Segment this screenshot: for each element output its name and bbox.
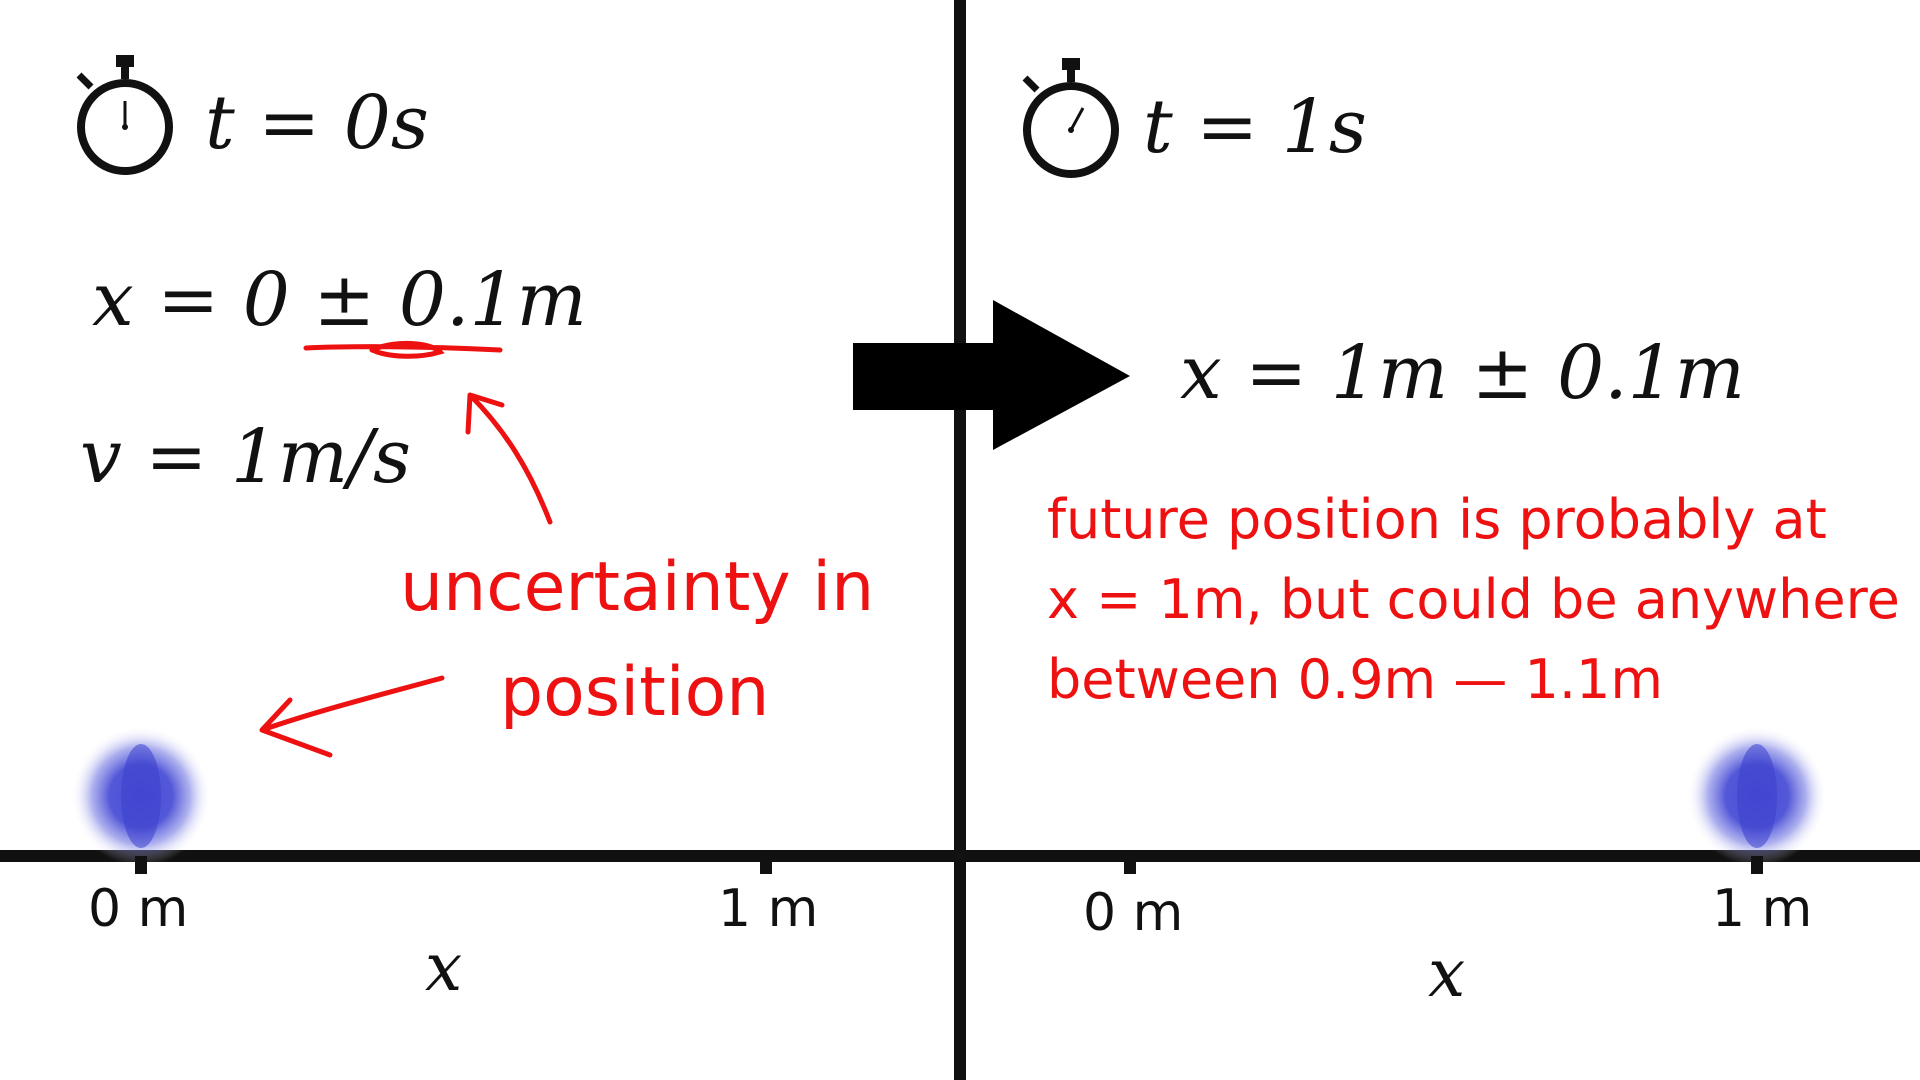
annotation-line-1: uncertainty in bbox=[400, 548, 874, 627]
tick-label-0m: 0 m bbox=[1083, 883, 1183, 943]
annotation-line-2: position bbox=[500, 653, 769, 732]
right-panel: t = 1s x = 1m ± 0.1m future position is … bbox=[1022, 58, 1900, 1012]
annotation-arrow-up bbox=[465, 392, 553, 525]
time-label: t = 0s bbox=[205, 80, 429, 166]
annotation-line-2: x = 1m, but could be anywhere bbox=[1047, 568, 1900, 631]
velocity-equation: v = 1m/s bbox=[80, 414, 411, 500]
arrow-right-icon bbox=[853, 300, 1130, 450]
time-label: t = 1s bbox=[1143, 84, 1367, 170]
position-equation: x = 0 ± 0.1m bbox=[92, 257, 587, 343]
particle bbox=[1687, 726, 1827, 866]
position-equation: x = 1m ± 0.1m bbox=[1180, 330, 1745, 416]
tick-label-1m: 1 m bbox=[718, 879, 818, 939]
tick-label-0m: 0 m bbox=[88, 879, 188, 939]
annotation-arrow-left bbox=[259, 675, 445, 758]
particle bbox=[71, 726, 211, 866]
annotation-line-3: between 0.9m — 1.1m bbox=[1047, 648, 1663, 711]
annotation-line-1: future position is probably at bbox=[1047, 488, 1827, 551]
stopwatch-icon bbox=[1022, 58, 1119, 178]
tick-label-1m: 1 m bbox=[1712, 879, 1812, 939]
uncertainty-underline bbox=[303, 340, 503, 359]
axis-variable-label: x bbox=[1428, 935, 1465, 1012]
left-panel: t = 0s x = 0 ± 0.1m v = 1m/s uncertainty… bbox=[71, 55, 874, 1006]
stopwatch-icon bbox=[76, 55, 173, 175]
axis-variable-label: x bbox=[425, 929, 462, 1006]
